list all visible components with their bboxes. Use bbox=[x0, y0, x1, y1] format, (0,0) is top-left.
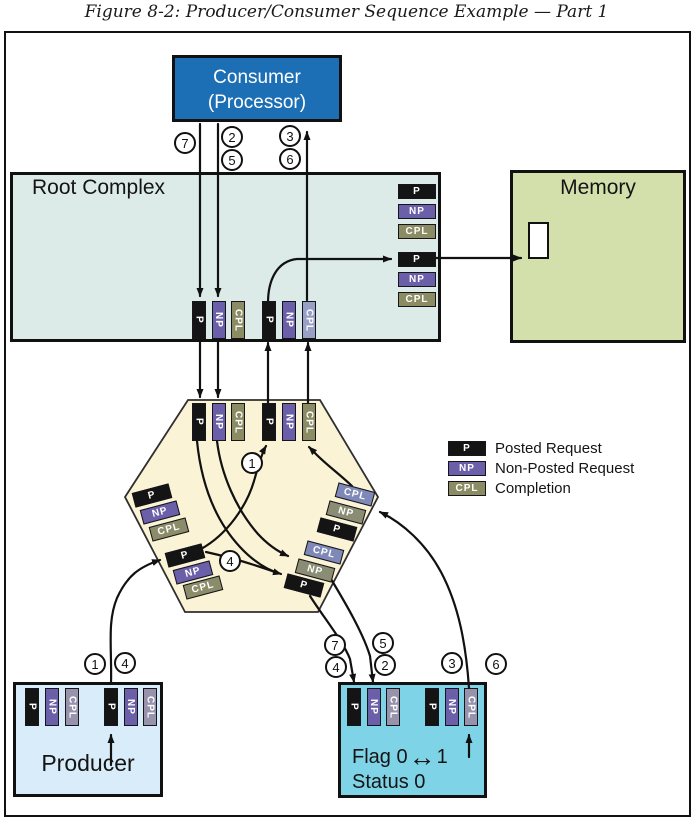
step-marker-7: 7 bbox=[324, 634, 346, 656]
flag-status-device-box bbox=[338, 682, 487, 798]
step-marker-5: 5 bbox=[372, 632, 394, 654]
rc-queue-left-badge-np: NP bbox=[211, 301, 226, 339]
flow-switch-step4-posted-across bbox=[204, 550, 279, 575]
step-marker-6: 6 bbox=[279, 148, 301, 170]
step-marker-6: 6 bbox=[485, 653, 507, 675]
switch-top-right-badge-np: NP bbox=[282, 403, 296, 441]
switch-top-left-badge-np: NP bbox=[211, 403, 226, 441]
step-marker-1: 1 bbox=[241, 452, 263, 474]
flow-flag-completion-to-switch bbox=[378, 510, 471, 690]
consumer-label-line2: (Processor) bbox=[207, 92, 307, 113]
rc-memory-stack-lower-badge-p: P bbox=[398, 252, 436, 267]
flag-device-left-badge-np: NP bbox=[366, 688, 381, 726]
flag-device-left-badge-cpl: CPL bbox=[386, 688, 400, 726]
memory-label: Memory bbox=[560, 176, 636, 199]
flag-label: Flag 0 bbox=[352, 746, 408, 768]
rc-memory-stack-lower-badge-np: NP bbox=[398, 272, 436, 287]
step-marker-4: 4 bbox=[219, 550, 241, 572]
legend-label-cpl: Completion bbox=[495, 480, 571, 497]
step-marker-1: 1 bbox=[84, 653, 106, 675]
flow-producer-to-switch bbox=[109, 558, 162, 686]
legend-label-p: Posted Request bbox=[495, 440, 602, 457]
producer-left-badge-np: NP bbox=[45, 688, 59, 726]
legend-badge-np: NP bbox=[448, 461, 486, 476]
flag-device-right-badge-cpl: CPL bbox=[464, 688, 478, 726]
figure-border bbox=[4, 31, 691, 817]
flow-switch-step1-posted-up bbox=[199, 444, 268, 551]
rc-queue-right-badge-cpl: CPL bbox=[302, 301, 316, 339]
flag-new-value: 1 bbox=[436, 746, 448, 768]
step-marker-7: 7 bbox=[174, 132, 196, 154]
step-marker-3: 3 bbox=[441, 652, 463, 674]
step-marker-2: 2 bbox=[221, 126, 243, 148]
flow-switch-completion-up bbox=[307, 445, 354, 488]
root-complex-box bbox=[10, 172, 441, 342]
rc-memory-stack-lower-badge-cpl: CPL bbox=[398, 292, 436, 307]
switch-top-left-badge-cpl: CPL bbox=[231, 403, 245, 441]
switch-top-left-badge-p: P bbox=[192, 403, 206, 441]
switch-top-right-badge-cpl: CPL bbox=[302, 403, 316, 441]
rc-queue-left-badge-cpl: CPL bbox=[231, 301, 245, 339]
producer-left-badge-p: P bbox=[25, 688, 39, 726]
step-marker-4: 4 bbox=[325, 656, 347, 678]
legend-badge-p: P bbox=[448, 441, 486, 456]
flow-switch-to-flag-posted bbox=[308, 594, 357, 684]
step-marker-3: 3 bbox=[279, 125, 301, 147]
producer-label: Producer bbox=[41, 750, 135, 776]
switch-top-right-badge-p: P bbox=[262, 403, 276, 441]
flag-device-right-badge-p: P bbox=[425, 688, 439, 726]
status-label: Status 0 bbox=[352, 771, 426, 793]
step-marker-2: 2 bbox=[374, 654, 396, 676]
rc-queue-left-badge-p: P bbox=[192, 301, 206, 339]
producer-left-badge-cpl: CPL bbox=[65, 688, 79, 726]
flag-transition-arrow-icon: ↔ bbox=[408, 741, 436, 772]
flow-switch-to-flag-nonposted bbox=[329, 577, 376, 684]
flow-rc-posted-to-memory-stack bbox=[266, 255, 393, 305]
rc-memory-stack-upper-badge-np: NP bbox=[398, 204, 436, 219]
consumer-label-line1: Consumer bbox=[213, 67, 301, 88]
rc-queue-right-badge-np: NP bbox=[282, 301, 296, 339]
producer-right-badge-p: P bbox=[104, 688, 118, 726]
flag-device-right-badge-np: NP bbox=[444, 688, 459, 726]
figure-title: Figure 8-2: Producer/Consumer Sequence E… bbox=[84, 2, 609, 22]
memory-data-cell bbox=[528, 222, 549, 259]
flag-value-line: Flag 0 ↔ 1 bbox=[352, 741, 448, 772]
legend-label-np: Non-Posted Request bbox=[495, 460, 635, 477]
step-marker-4: 4 bbox=[114, 652, 136, 674]
flow-switch-nonposted-cross-down bbox=[215, 439, 290, 558]
rc-memory-stack-upper-badge-cpl: CPL bbox=[398, 224, 436, 239]
producer-right-badge-cpl: CPL bbox=[143, 688, 157, 726]
legend-badge-cpl: CPL bbox=[448, 481, 486, 496]
producer-right-badge-np: NP bbox=[123, 688, 138, 726]
flag-device-left-badge-p: P bbox=[347, 688, 361, 726]
step-marker-5: 5 bbox=[221, 149, 243, 171]
rc-memory-stack-upper-badge-p: P bbox=[398, 184, 436, 199]
rc-queue-right-badge-p: P bbox=[262, 301, 276, 339]
root-complex-label: Root Complex bbox=[32, 176, 166, 199]
consumer-box: Consumer (Processor) bbox=[172, 55, 342, 122]
